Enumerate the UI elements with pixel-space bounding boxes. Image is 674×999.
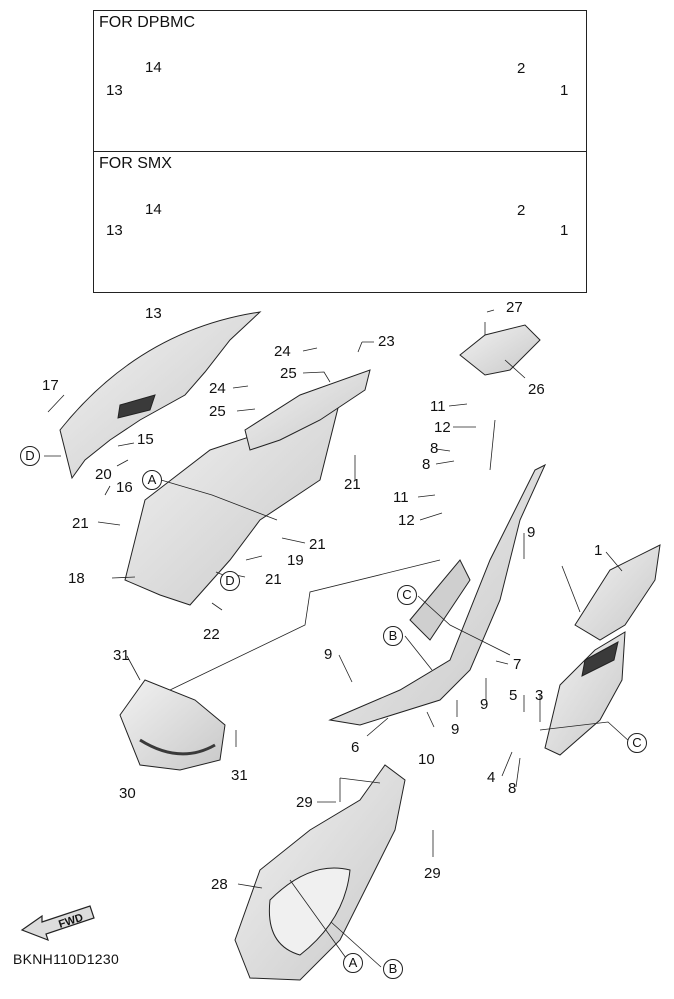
callout-2: 2: [517, 60, 526, 77]
callout-14: 14: [145, 59, 162, 76]
reference-mark-b: B: [383, 959, 403, 979]
callout-31: 31: [113, 647, 130, 664]
variant-title-dpbmc: FOR DPBMC: [99, 14, 195, 31]
callout-20: 20: [95, 466, 112, 483]
variant-title-smx: FOR SMX: [99, 155, 172, 172]
callout-1: 1: [560, 82, 569, 99]
reference-mark-d: D: [220, 571, 240, 591]
rail-cover-23: [244, 369, 371, 451]
callout-27: 27: [506, 299, 523, 316]
callout-21: 21: [72, 515, 89, 532]
callout-8: 8: [508, 780, 517, 797]
undertray-28: [234, 764, 406, 981]
callout-19: 19: [287, 552, 304, 569]
callout-13: 13: [106, 222, 123, 239]
callout-8: 8: [422, 456, 431, 473]
callout-17: 17: [42, 377, 59, 394]
svg-text:FWD: FWD: [57, 912, 85, 931]
callout-24: 24: [209, 380, 226, 397]
callout-14: 14: [145, 201, 162, 218]
tail-cap-26: [459, 324, 541, 376]
callout-1: 1: [594, 542, 603, 559]
callout-25: 25: [280, 365, 297, 382]
callout-9: 9: [451, 721, 460, 738]
callout-7: 7: [513, 656, 522, 673]
reference-mark-d: D: [20, 446, 40, 466]
callout-8: 8: [430, 440, 439, 457]
callout-29: 29: [424, 865, 441, 882]
callout-9: 9: [480, 696, 489, 713]
callout-29: 29: [296, 794, 313, 811]
callout-18: 18: [68, 570, 85, 587]
under-panel-6: [328, 463, 547, 726]
lower-cover-30: [119, 679, 226, 771]
callout-25: 25: [209, 403, 226, 420]
reference-mark-a: A: [142, 470, 162, 490]
callout-5: 5: [509, 687, 518, 704]
callout-21: 21: [344, 476, 361, 493]
side-cover-1: [544, 544, 661, 756]
callout-15: 15: [137, 431, 154, 448]
callout-10: 10: [418, 751, 435, 768]
callout-2: 2: [517, 202, 526, 219]
dpbmc-variant-box: [93, 10, 587, 153]
reference-mark-c: C: [627, 733, 647, 753]
callout-12: 12: [398, 512, 415, 529]
callout-26: 26: [528, 381, 545, 398]
callout-4: 4: [487, 769, 496, 786]
smx-variant-box: [93, 151, 587, 293]
callout-30: 30: [119, 785, 136, 802]
diagram-code: BKNH110D1230: [13, 951, 120, 967]
callout-13: 13: [145, 305, 162, 322]
callout-11: 11: [393, 489, 409, 506]
callout-16: 16: [116, 479, 133, 496]
callout-1: 1: [560, 222, 569, 239]
callout-31: 31: [231, 767, 248, 784]
side-cover-13: [59, 311, 262, 480]
callout-9: 9: [324, 646, 333, 663]
callout-13: 13: [106, 82, 123, 99]
callout-11: 11: [430, 398, 446, 415]
reference-mark-c: C: [397, 585, 417, 605]
callout-3: 3: [535, 687, 544, 704]
callout-6: 6: [351, 739, 360, 756]
fwd-arrow-icon: FWD: [20, 905, 95, 942]
callout-24: 24: [274, 343, 291, 360]
callout-12: 12: [434, 419, 451, 436]
callout-21: 21: [265, 571, 282, 588]
reference-mark-a: A: [343, 953, 363, 973]
callout-22: 22: [203, 626, 220, 643]
callout-23: 23: [378, 333, 395, 350]
callout-9: 9: [527, 524, 536, 541]
callout-21: 21: [309, 536, 326, 553]
reference-mark-b: B: [383, 626, 403, 646]
callout-28: 28: [211, 876, 228, 893]
